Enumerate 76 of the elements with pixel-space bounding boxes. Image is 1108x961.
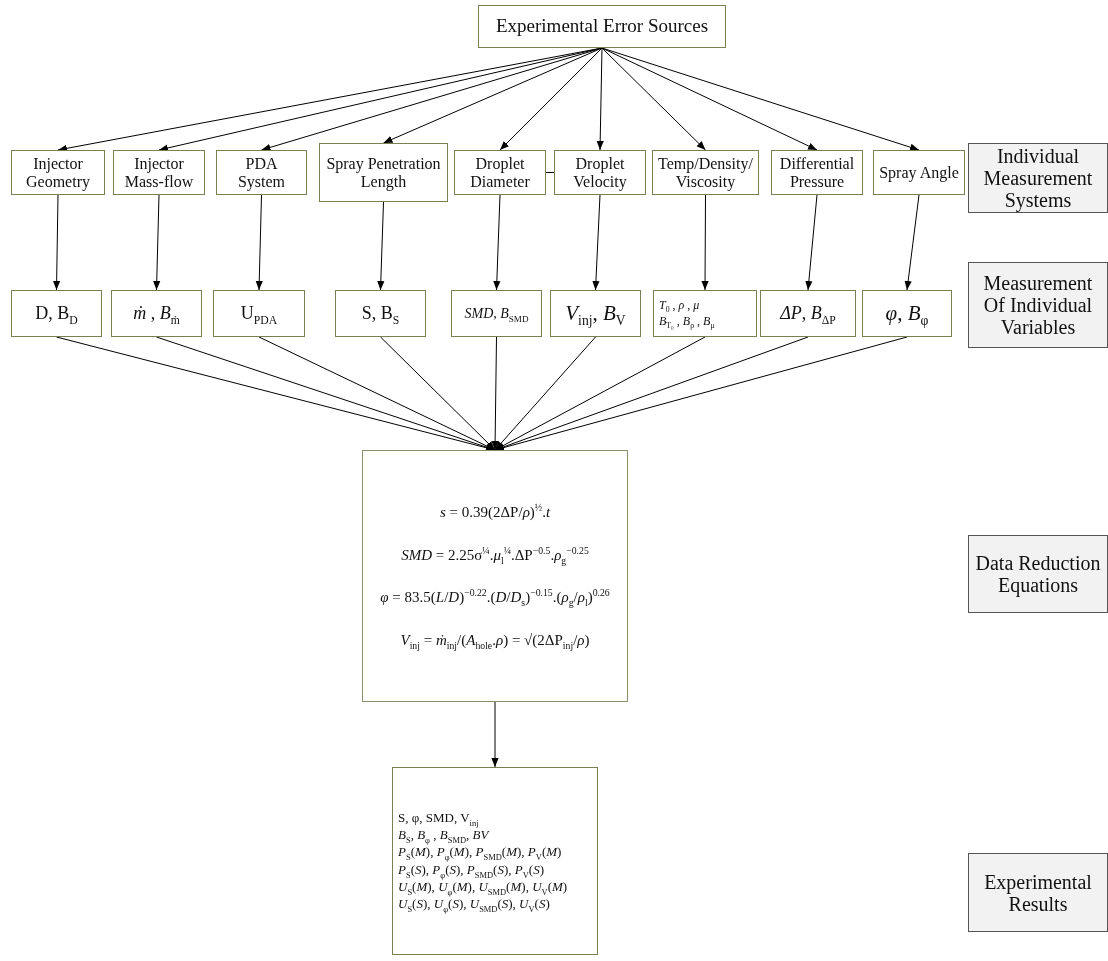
arrow: [261, 47, 603, 151]
box-label: Spray Penetration Length: [325, 154, 442, 191]
stage-label: Experimental Results: [983, 870, 1093, 915]
arrow: [904, 194, 920, 291]
box-label: Injector Geometry: [25, 154, 91, 191]
arrow: [383, 47, 603, 144]
result-line: U$_{S}$(S), U$_{φ}$(S), U$_{SMD}$(S), U$_{V}$(S): [398, 897, 550, 912]
stage-label-box: [968, 262, 1108, 348]
arrow: [494, 336, 596, 451]
box-label: Droplet Diameter: [469, 154, 531, 191]
arrow: [493, 194, 501, 291]
variable-label: φ, B$_{φ}$: [885, 301, 929, 326]
stage-label: Individual Measurement Systems: [982, 145, 1094, 211]
variable-box: [550, 290, 641, 337]
process-box: [771, 150, 863, 195]
source-box: [478, 5, 726, 48]
variable-label: V$_{inj}$, B$_{V}$: [565, 301, 626, 326]
variable-box: [862, 290, 952, 337]
stage-label-box: [968, 143, 1108, 213]
process-box: [319, 143, 448, 202]
process-box: [554, 150, 646, 195]
arrow: [601, 47, 818, 151]
arrow: [499, 47, 603, 151]
arrow: [380, 336, 496, 451]
result-line: U$_{S}$(M), U$_{φ}$(M), U$_{SMD}$(M), U$_{V}$(M): [398, 879, 568, 895]
process-box: [216, 150, 307, 195]
box-label: Differential Pressure: [778, 154, 856, 191]
stage-label-box: [968, 853, 1108, 932]
variable-box: [111, 290, 202, 337]
stage-label: Measurement Of Individual Variables: [982, 272, 1094, 338]
arrow: [701, 194, 709, 291]
stage-label-box: [968, 535, 1108, 613]
variable-label: SMD, B$_{SMD}$: [464, 305, 529, 322]
arrow: [491, 701, 499, 768]
connector-line: [545, 172, 555, 173]
variable-label: U$_{PDA}$: [240, 303, 278, 324]
equations-box: [362, 450, 628, 702]
variable-box: [760, 290, 856, 337]
variable-box: [11, 290, 102, 337]
equation: s = 0.39(2ΔP/ρ)$^{½}$.t: [439, 504, 551, 521]
result-line: P$_{S}$(M), P$_{φ}$(M), P$_{SMD}$(M), P$_{V}$(M): [398, 845, 562, 860]
process-box: [873, 150, 965, 195]
box-label: PDA System: [236, 154, 287, 191]
variable-label: ΔP, B$_{ΔP}$: [780, 303, 836, 324]
arrow: [53, 194, 61, 291]
process-box: [652, 150, 759, 195]
arrow: [805, 194, 818, 291]
variable-label: T$_{0}$ , ρ , μ: [659, 299, 700, 313]
box-label: Injector Mass-flow: [123, 154, 195, 191]
process-box: [113, 150, 205, 195]
variable-label: B$_{T₀}$ , B$_{ρ}$ , B$_{μ}$: [659, 314, 715, 328]
box-label: Temp/Density/ Viscosity: [658, 154, 753, 191]
arrow: [601, 47, 706, 151]
stage-label: Data Reduction Equations: [974, 552, 1102, 596]
arrow: [592, 194, 601, 291]
variable-label: S, B$_{S}$: [361, 303, 400, 324]
arrow: [153, 194, 161, 291]
arrow: [255, 194, 263, 291]
arrow: [601, 47, 920, 151]
box-label: Droplet Velocity: [572, 154, 628, 191]
variable-label: D, B$_{D}$: [35, 303, 78, 324]
variable-box: [335, 290, 426, 337]
box-label: Spray Angle: [879, 163, 959, 182]
result-line: B$_{S}$, B$_{φ}$ , B$_{SMD}$, BV: [398, 827, 489, 843]
equation: φ = 83.5(L/D)$^{−0.22}$.(D/D$_{s}$)$^{−0.15}$.(ρ$_{g}$/ρ$_{l}$)$^{0.26}$: [380, 589, 610, 606]
variable-label: ṁ , B$_{ṁ}$: [133, 303, 180, 324]
process-box: [11, 150, 105, 195]
arrow: [377, 201, 385, 291]
results-box: [392, 767, 598, 955]
variable-box: [653, 290, 757, 337]
box-title: Experimental Error Sources: [495, 16, 709, 37]
variable-box: [451, 290, 542, 337]
process-box: [454, 150, 546, 195]
variable-box: [213, 290, 305, 337]
arrow: [596, 47, 604, 151]
arrow: [491, 336, 499, 451]
